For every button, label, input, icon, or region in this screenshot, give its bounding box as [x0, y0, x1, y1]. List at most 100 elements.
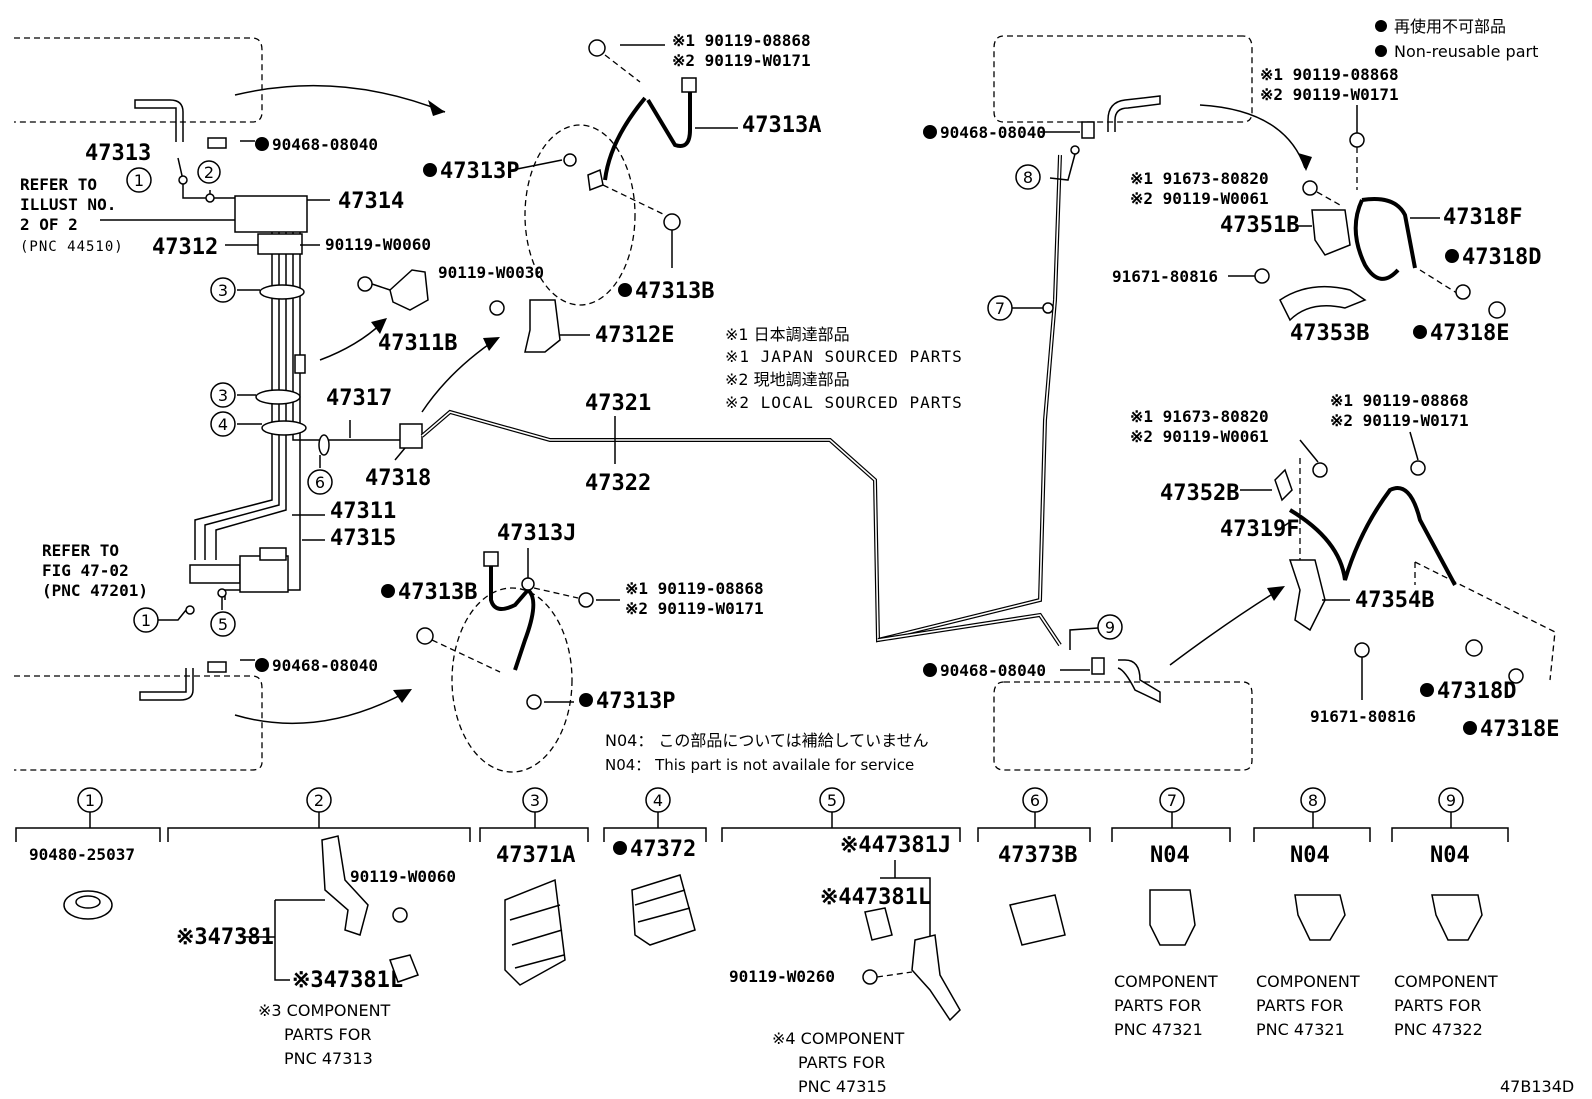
part-label: 90468-08040: [272, 656, 378, 675]
grommet-icon: [255, 389, 301, 405]
part-label: N04: [1290, 843, 1330, 868]
callout-3: [210, 382, 236, 408]
arrowhead-icon: [393, 689, 412, 703]
svg-text:9: 9: [1105, 618, 1115, 637]
clip-90468-icon: [207, 661, 227, 673]
part-label: 90119-W0260: [729, 967, 835, 986]
arrow-to-47313A: [234, 84, 446, 113]
part-label: ※2 90119-W0171: [1260, 85, 1399, 104]
svg-text:2: 2: [314, 791, 324, 810]
part-label: 90119-W0030: [438, 263, 544, 282]
connector-47312: [257, 233, 303, 255]
clip-icon: [864, 907, 893, 941]
callout-8: [1015, 164, 1041, 190]
grommet-icon: [261, 420, 307, 436]
bolt-icon: [416, 627, 434, 645]
part-label: 47319F: [1220, 517, 1299, 542]
component-group-5: 5 ※447381J ※447381L 90119-W0260 ※4 COMPO…: [721, 787, 961, 1096]
harness-line: [292, 230, 410, 441]
hose-stub-bottom-left: [139, 668, 194, 701]
part-label: 47352B: [1160, 481, 1239, 506]
hose-47313J: [489, 566, 536, 671]
non-reusable-bullet-icon: [618, 283, 632, 297]
part-label: ※1 91673-80820: [1130, 407, 1269, 426]
svg-text:1: 1: [85, 791, 95, 810]
callout-3: [210, 277, 236, 303]
part-label: ※347381L: [292, 968, 403, 993]
non-reusable-bullet-icon: [1375, 20, 1387, 32]
sourcing-note-2-en: ※2 LOCAL SOURCED PARTS: [725, 393, 963, 412]
non-reusable-bullet-icon: [923, 663, 937, 677]
hose-47318F: [1361, 197, 1417, 269]
clip-n04-icon: [1294, 894, 1346, 941]
svg-text:PARTS FOR: PARTS FOR: [1114, 996, 1201, 1015]
part-label: 90468-08040: [940, 123, 1046, 142]
bolt-icon: [1254, 268, 1270, 284]
panel-outline-bottom-right: [993, 681, 1253, 771]
arrow-to-47318F: [1199, 104, 1306, 169]
part-label: 91671-80816: [1310, 707, 1416, 726]
non-reusable-bullet-icon: [923, 125, 937, 139]
component-group-3: 3 47371A: [479, 787, 589, 986]
bolt-icon: [392, 907, 408, 923]
svg-text:ILLUST NO.: ILLUST NO.: [20, 195, 116, 214]
part-label: ※2 90119-W0171: [1330, 411, 1469, 430]
n04-note-en: N04： This part is not availale for servi…: [605, 756, 914, 774]
part-label: 90119-W0060: [350, 867, 456, 886]
n04-note-ja: N04： この部品については補給していません: [605, 731, 929, 750]
callout-4: [210, 411, 236, 437]
component-group-2: 2 90119-W0060 ※347381 ※347381L ※3 COMPON…: [167, 787, 471, 1068]
part-label: ※1 90119-08868: [1260, 65, 1399, 84]
svg-text:6: 6: [315, 473, 325, 492]
part-label: 47313P: [596, 689, 675, 714]
svg-text:5: 5: [827, 791, 837, 810]
bracket-47354B-icon: [1288, 559, 1326, 632]
panel-outline-bottom-left: [14, 675, 263, 771]
part-label: ※1 90119-08868: [625, 579, 764, 598]
non-reusable-bullet-icon: [423, 163, 437, 177]
clip-90468-icon: [207, 137, 227, 149]
svg-text:PNC 47321: PNC 47321: [1256, 1020, 1345, 1039]
non-reusable-bullet-icon: [1375, 45, 1387, 57]
part-label: 91671-80816: [1112, 267, 1218, 286]
bracket-47311B-icon: [389, 269, 429, 311]
callout-5: [210, 611, 236, 637]
part-label: ※1 90119-08868: [1330, 391, 1469, 410]
svg-text:PARTS FOR: PARTS FOR: [284, 1025, 371, 1044]
part-label: 47314: [338, 189, 404, 214]
detail-ellipse: [524, 124, 636, 306]
svg-text:9: 9: [1446, 791, 1456, 810]
arrow-to-47354B: [1169, 587, 1283, 666]
harness-line: [215, 230, 287, 560]
bolt-icon: [489, 300, 505, 316]
part-label: N04: [1430, 843, 1470, 868]
part-label: 47373B: [998, 843, 1077, 868]
part-label: 47315: [330, 526, 396, 551]
union-47318-icon: [399, 423, 423, 449]
clip-n04-icon: [1149, 889, 1196, 946]
callout-9: [1097, 614, 1123, 640]
bracket-47381-icon: [321, 835, 369, 936]
part-label: 90468-08040: [272, 135, 378, 154]
actuator-block-icon: [239, 555, 289, 593]
gasket-icon: [1455, 284, 1471, 300]
bolt-icon: [1302, 180, 1318, 196]
svg-text:PARTS FOR: PARTS FOR: [1394, 996, 1481, 1015]
clamp-47312E-icon: [524, 299, 561, 353]
non-reusable-bullet-icon: [255, 137, 269, 151]
svg-text:5: 5: [218, 615, 228, 634]
non-reusable-bullet-icon: [381, 584, 395, 598]
part-label: ※2 90119-W0171: [625, 599, 764, 618]
bolt-icon: [588, 39, 606, 57]
part-label: 47311B: [378, 331, 457, 356]
clip-90468-icon: [1081, 121, 1095, 139]
component-group-9: 9 N04 COMPONENT PARTS FOR PNC 47322: [1391, 787, 1509, 1039]
svg-text:REFER TO: REFER TO: [42, 541, 119, 560]
part-label: 47318D: [1437, 679, 1516, 704]
svg-text:PARTS FOR: PARTS FOR: [1256, 996, 1343, 1015]
bracket-47381J-icon: [911, 934, 961, 1022]
bolt-icon: [1349, 132, 1365, 148]
svg-text:(PNC 47201): (PNC 47201): [42, 581, 148, 600]
bolt-icon: [1354, 642, 1370, 658]
